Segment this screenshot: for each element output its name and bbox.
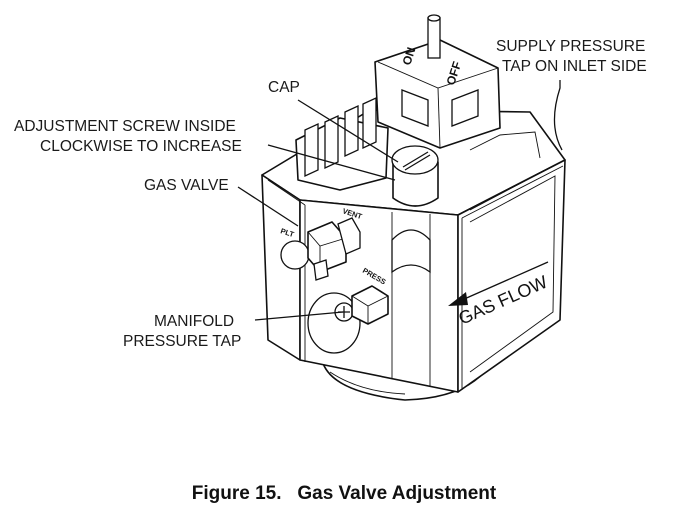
pilot-marking: PLT	[279, 226, 295, 239]
cap-label: CAP	[268, 79, 300, 96]
vent-pilot-fitting	[280, 217, 361, 281]
leader-lines	[237, 80, 563, 321]
supply-pressure-label-line2: TAP ON INLET SIDE	[502, 58, 647, 75]
regulator-cap	[391, 145, 439, 207]
on-marking: ON	[400, 45, 419, 66]
figure-caption: Figure 15. Gas Valve Adjustment	[192, 483, 497, 504]
manifold-tap	[307, 285, 389, 354]
manifold-label-line1: MANIFOLD	[154, 313, 234, 330]
manifold-label-line2: PRESSURE TAP	[123, 333, 241, 350]
terminal-block	[295, 96, 389, 191]
gas-flow-arrow	[448, 261, 549, 306]
adjustment-screw-label-line1: ADJUSTMENT SCREW INSIDE	[14, 118, 236, 135]
on-off-knob	[374, 14, 541, 159]
supply-pressure-label-line1: SUPPLY PRESSURE	[496, 38, 645, 55]
adjustment-screw-label-line2: CLOCKWISE TO INCREASE	[40, 138, 242, 155]
gas-valve-label: GAS VALVE	[144, 177, 229, 194]
